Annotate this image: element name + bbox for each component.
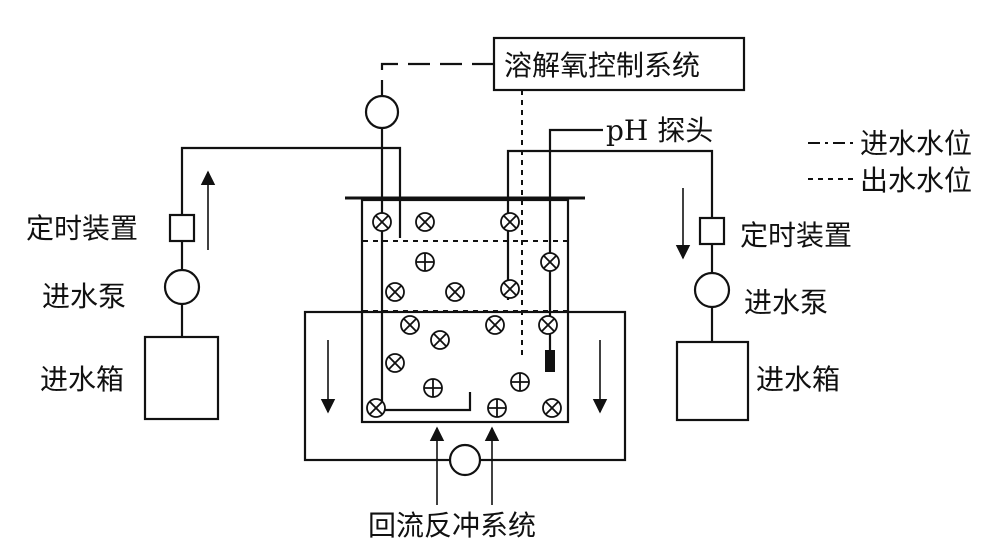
right-tank-label: 进水箱 bbox=[756, 363, 840, 396]
air-pump bbox=[364, 94, 400, 130]
plus-circle-icon bbox=[423, 378, 443, 398]
left-pump bbox=[163, 268, 201, 306]
crossed-circle-icon bbox=[372, 212, 392, 232]
left-timer-label: 定时装置 bbox=[26, 212, 138, 245]
reactor-vessel bbox=[360, 198, 570, 424]
do-control-label: 溶解氧控制系统 bbox=[504, 49, 700, 82]
legend-outflow-label: 出水水位 bbox=[860, 164, 972, 197]
crossed-circle-icon bbox=[430, 330, 450, 350]
crossed-circle-icon bbox=[542, 398, 562, 418]
crossed-circle-icon bbox=[400, 315, 420, 335]
left-tank-label: 进水箱 bbox=[40, 363, 124, 396]
right-timer-label: 定时装置 bbox=[740, 219, 852, 252]
ph-probe-label: pH 探头 bbox=[606, 114, 713, 147]
crossed-circle-icon bbox=[445, 282, 465, 302]
crossed-circle-icon bbox=[538, 315, 558, 335]
crossed-circle-icon bbox=[500, 212, 520, 232]
right-pump-label: 进水泵 bbox=[744, 286, 828, 319]
biomass-particles bbox=[366, 212, 562, 418]
backflush-label: 回流反冲系统 bbox=[368, 509, 536, 542]
left-timer bbox=[168, 213, 196, 243]
plus-circle-icon bbox=[510, 372, 530, 392]
backflush-pump bbox=[448, 443, 482, 477]
right-tank bbox=[675, 340, 750, 422]
ph-probe-tip bbox=[545, 350, 555, 372]
legend-inflow-label: 进水水位 bbox=[860, 127, 972, 160]
plus-circle-icon bbox=[487, 398, 507, 418]
crossed-circle-icon bbox=[385, 282, 405, 302]
crossed-circle-icon bbox=[385, 353, 405, 373]
right-pump bbox=[693, 271, 731, 309]
plus-circle-icon bbox=[415, 252, 435, 272]
ph-probe-cable bbox=[548, 128, 603, 350]
air-pipe bbox=[380, 128, 472, 412]
right-outflow-pipe bbox=[506, 149, 714, 300]
left-pump-label: 进水泵 bbox=[42, 280, 126, 313]
left-tank bbox=[143, 335, 220, 421]
crossed-circle-icon bbox=[366, 398, 386, 418]
crossed-circle-icon bbox=[540, 252, 560, 272]
crossed-circle-icon bbox=[415, 212, 435, 232]
crossed-circle-icon bbox=[485, 315, 505, 335]
crossed-circle-icon bbox=[500, 279, 520, 299]
right-timer bbox=[698, 216, 726, 246]
control-signal-line bbox=[380, 62, 494, 96]
water-jacket bbox=[303, 310, 627, 462]
left-inflow-pipe bbox=[180, 146, 402, 238]
